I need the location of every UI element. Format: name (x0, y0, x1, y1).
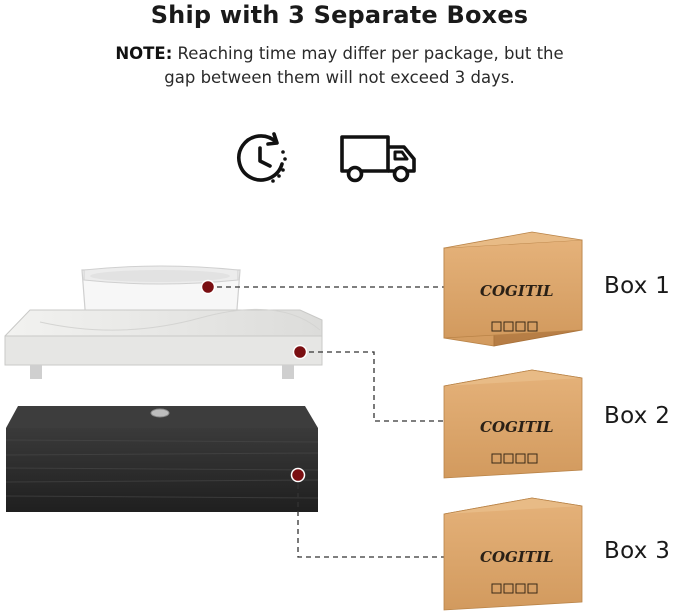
marker-countertop (292, 344, 308, 360)
note-label: NOTE: (115, 44, 173, 63)
box-1-label: Box 1 (604, 273, 671, 299)
marker-sink (200, 279, 216, 295)
note-line-2: gap between them will not exceed 3 days. (164, 68, 515, 87)
countertop (4, 308, 323, 379)
connector-lines (208, 286, 444, 558)
page-title: Ship with 3 Separate Boxes (150, 1, 529, 29)
box-2-label: Box 2 (604, 403, 671, 429)
shipping-box-1: COGITIL (443, 231, 583, 347)
shipping-box-2: COGITIL (443, 369, 583, 479)
marker-cabinet (290, 467, 306, 483)
box-1-brand: COGITIL (480, 282, 554, 300)
box-2-brand: COGITIL (480, 418, 554, 436)
shipping-note: NOTE: Reaching time may differ per packa… (0, 42, 679, 90)
box-3-label: Box 3 (604, 538, 671, 564)
delivery-truck-icon (338, 132, 420, 186)
note-line-1: Reaching time may differ per package, bu… (172, 44, 564, 63)
vanity-cabinet (5, 406, 319, 512)
shipping-box-3: COGITIL (443, 497, 583, 611)
box-3-brand: COGITIL (480, 548, 554, 566)
clock-arrow-icon (230, 128, 292, 188)
